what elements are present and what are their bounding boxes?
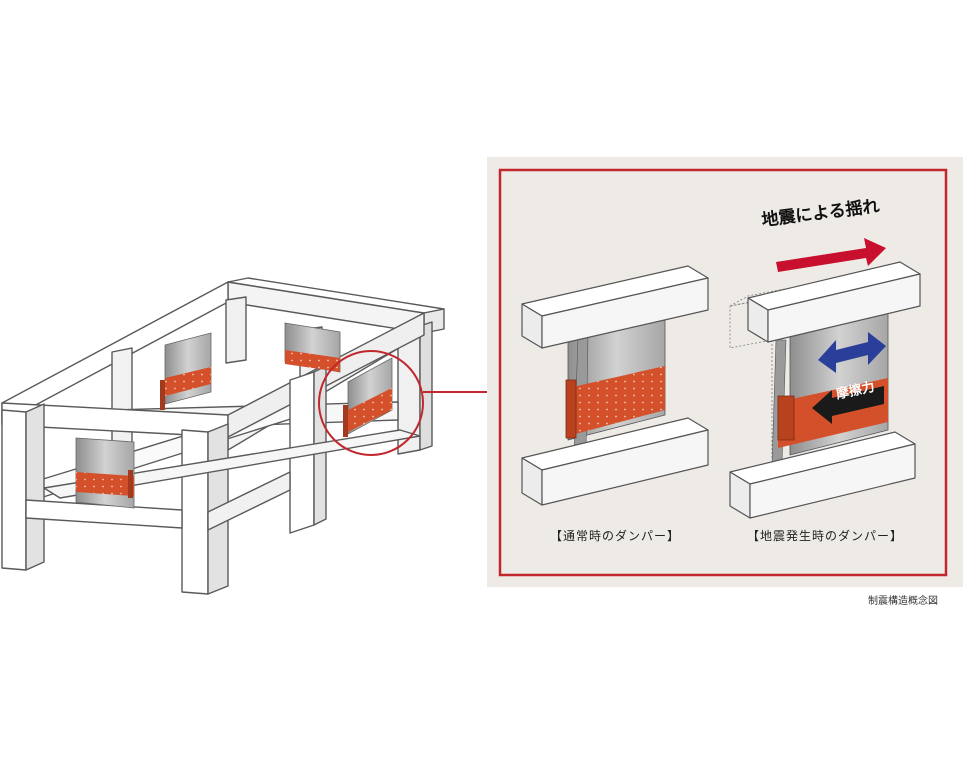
detail-panel-background (487, 157, 963, 587)
frame-damper-back-left (160, 332, 212, 410)
normal-damper-label: 【通常時のダンパー】 (549, 529, 680, 543)
normal-damper (521, 265, 709, 506)
frame-damper-back-right (284, 322, 341, 373)
earthquake-motion-arrow-icon (776, 238, 886, 272)
frame-damper-right (343, 357, 393, 437)
frame-damper-front (75, 437, 135, 509)
building-frame (1, 277, 445, 595)
detail-panel-border (498, 168, 948, 577)
blue-double-arrow-icon (818, 332, 886, 373)
diagram-caption: 制震構造概念図 (868, 596, 938, 607)
zoom-circle (318, 350, 424, 456)
earthquake-damper-label: 【地震発生時のダンパー】 (746, 529, 903, 543)
friction-arrow-icon (812, 386, 884, 424)
